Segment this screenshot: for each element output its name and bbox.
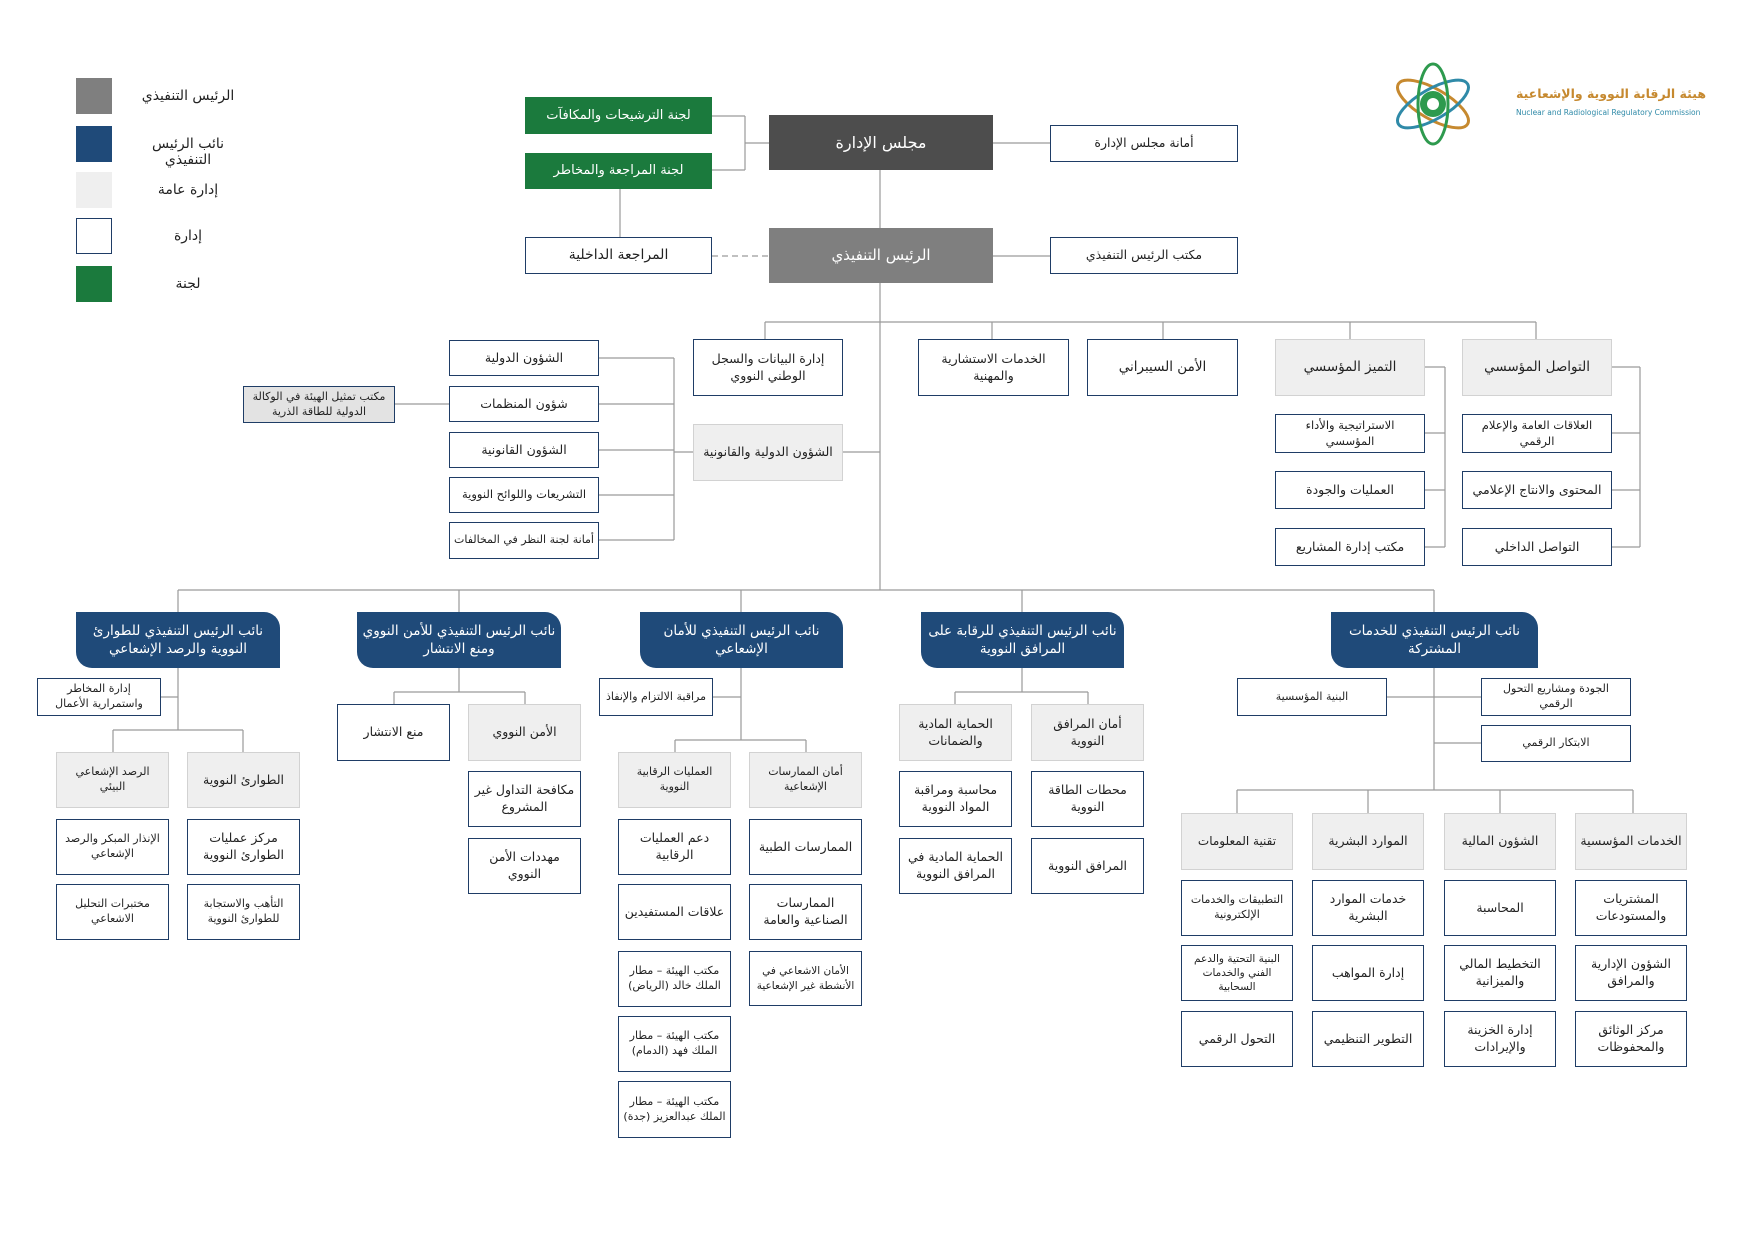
board-secretariat: أمانة مجلس الإدارة [1050, 125, 1238, 162]
facilities-safety: أمان المرافق النووية [1031, 704, 1144, 761]
excel-operations-quality: العمليات والجودة [1275, 471, 1425, 509]
comm-media-content: المحتوى والانتاج الإعلامي [1462, 471, 1612, 509]
radiation-analysis-labs: مختبرات التحليل الاشعاعي [56, 884, 169, 940]
emergency-operations-center: مركز عمليات الطوارئ النووية [187, 819, 300, 875]
excel-pmo: مكتب إدارة المشاريع [1275, 528, 1425, 566]
legend-swatch-ceo [76, 78, 112, 114]
legal-affairs: الشؤون القانونية [449, 432, 599, 468]
office-king-fahd-airport: مكتب الهيئة – مطار الملك فهد (الدمام) [618, 1016, 731, 1072]
facilities-power-plants: محطات الطاقة النووية [1031, 771, 1144, 827]
international-affairs: الشؤون الدولية [449, 340, 599, 376]
non-radiation-activities-safety: الأمان الاشعاعي في الأنشطة غير الإشعاعية [749, 951, 862, 1006]
committee-nominations: لجنة الترشيحات والمكافآت [525, 97, 712, 134]
corporate-communication: التواصل المؤسسي [1462, 339, 1612, 396]
legend-label: نائب الرئيس التنفيذي [151, 136, 225, 168]
nuclear-legislation: التشريعات واللوائح النووية [449, 477, 599, 513]
early-warning-monitoring: الإنذار المبكر والرصد الإشعاعي [56, 819, 169, 875]
legend-swatch-vp [76, 126, 112, 162]
regulatory-operations: العمليات الرقابية النووية [618, 752, 731, 808]
international-legal-affairs: الشؤون الدولية والقانونية [693, 424, 843, 481]
hr-services: خدمات الموارد البشرية [1312, 880, 1424, 936]
it-digital-transformation: التحول الرقمي [1181, 1011, 1293, 1067]
information-technology: تقنية المعلومات [1181, 813, 1293, 870]
medical-practices: الممارسات الطبية [749, 819, 862, 875]
data-management: إدارة البيانات والسجل الوطني النووي [693, 339, 843, 396]
ceo-office: مكتب الرئيس التنفيذي [1050, 237, 1238, 274]
enterprise-architecture: البنية المؤسسية [1237, 678, 1387, 716]
legend-swatch-dept [76, 218, 112, 254]
legend-label: إدارة [173, 228, 203, 244]
committee-audit-risk: لجنة المراجعة والمخاطر [525, 153, 712, 189]
it-applications: التطبيقات والخدمات الإلكترونية [1181, 880, 1293, 936]
corp-admin-facilities: الشؤون الإدارية والمرافق [1575, 945, 1687, 1001]
industrial-practices: الممارسات الصناعية والعامة [749, 884, 862, 940]
security-threats: مهددات الأمن النووي [468, 838, 581, 894]
vp-nuclear-security: نائب الرئيس التنفيذي للأمن النووي ومنع ا… [357, 612, 561, 668]
legend-swatch-committee [76, 266, 112, 302]
facilities-physical-protection: الحماية المادية في المرافق النووية [899, 838, 1012, 894]
environmental-monitoring: الرصد الإشعاعي البيئي [56, 752, 169, 808]
digital-innovation: الابتكار الرقمي [1481, 725, 1631, 762]
legend-swatch-general-dept [76, 172, 112, 208]
illicit-trafficking: مكافحة التداول غير المشروع [468, 771, 581, 827]
logo-english-name: Nuclear and Radiological Regulatory Comm… [1516, 108, 1701, 117]
vp-shared-services: نائب الرئيس التنفيذي للخدمات المشتركة [1331, 612, 1538, 668]
excel-strategy: الاستراتيجية والأداء المؤسسي [1275, 414, 1425, 453]
corporate-services: الخدمات المؤسسية [1575, 813, 1687, 870]
office-king-abdulaziz-airport: مكتب الهيئة – مطار الملك عبدالعزيز (جدة) [618, 1081, 731, 1138]
nuclear-emergencies: الطوارئ النووية [187, 752, 300, 808]
organizations-affairs: شؤون المنظمات [449, 386, 599, 422]
financial-affairs: الشؤون المالية [1444, 813, 1556, 870]
regulatory-ops-support: دعم العمليات الرقابية [618, 819, 731, 875]
fin-treasury-revenue: إدارة الخزينة والإيرادات [1444, 1011, 1556, 1067]
board-of-directors: مجلس الإدارة [769, 115, 993, 170]
institutional-excellence: التميز المؤسسي [1275, 339, 1425, 396]
vp-emergency-monitoring: نائب الرئيس التنفيذي للطوارئ النووية وال… [76, 612, 280, 668]
internal-audit: المراجعة الداخلية [525, 237, 712, 274]
atom-logo-icon [1396, 62, 1470, 146]
vp-radiation-safety: نائب الرئيس التنفيذي للأمان الإشعاعي [640, 612, 843, 668]
legend-label: إدارة عامة [157, 182, 219, 198]
comm-public-relations: العلاقات العامة والإعلام الرقمي [1462, 414, 1612, 453]
quality-digital-projects: الجودة ومشاريع التحول الرقمي [1481, 678, 1631, 716]
corp-documents-center: مركز الوثائق والمحفوظات [1575, 1011, 1687, 1067]
logo-arabic-name: هيئة الرقابة النووية والإشعاعية [1516, 86, 1707, 101]
legend-label: الرئيس التنفيذي [141, 88, 235, 104]
violations-committee-secretariat: أمانة لجنة النظر في المخالفات [449, 522, 599, 559]
fin-planning-budget: التخطيط المالي والميزانية [1444, 945, 1556, 1001]
risk-business-continuity: إدارة المخاطر واستمرارية الأعمال [37, 678, 161, 716]
hr-talent: إدارة المواهب [1312, 945, 1424, 1001]
corp-procurement: المشتريات والمستودعات [1575, 880, 1687, 936]
facilities-nuclear: المرافق النووية [1031, 838, 1144, 894]
material-accounting: محاسبة ومراقبة المواد النووية [899, 771, 1012, 827]
it-infrastructure: البنية التحتية والدعم الفني والخدمات الس… [1181, 945, 1293, 1001]
comm-internal: التواصل الداخلي [1462, 528, 1612, 566]
emergency-preparedness: التأهب والاستجابة للطوارئ النووية [187, 884, 300, 940]
human-resources: الموارد البشرية [1312, 813, 1424, 870]
hr-org-development: التطوير التنظيمي [1312, 1011, 1424, 1067]
radiation-practices-safety: أمان الممارسات الإشعاعية [749, 752, 862, 808]
ceo: الرئيس التنفيذي [769, 228, 993, 283]
non-proliferation: منع الانتشار [337, 704, 450, 761]
fin-accounting: المحاسبة [1444, 880, 1556, 936]
legend-label: لجنة [175, 276, 201, 292]
advisory-services: الخدمات الاستشارية والمهنية [918, 339, 1069, 396]
compliance-enforcement: مراقبة الالتزام والإنفاذ [599, 678, 713, 716]
physical-protection-safeguards: الحماية المادية والضمانات [899, 704, 1012, 761]
office-king-khalid-airport: مكتب الهيئة – مطار الملك خالد (الرياض) [618, 951, 731, 1007]
cyber-security: الأمن السيبراني [1087, 339, 1238, 396]
iaea-representation-office: مكتب تمثيل الهيئة في الوكالة الدولية للط… [243, 386, 395, 423]
vp-nuclear-facilities: نائب الرئيس التنفيذي للرقابة على المرافق… [921, 612, 1124, 668]
nuclear-security: الأمن النووي [468, 704, 581, 761]
beneficiary-relations: علاقات المستفيدين [618, 884, 731, 940]
